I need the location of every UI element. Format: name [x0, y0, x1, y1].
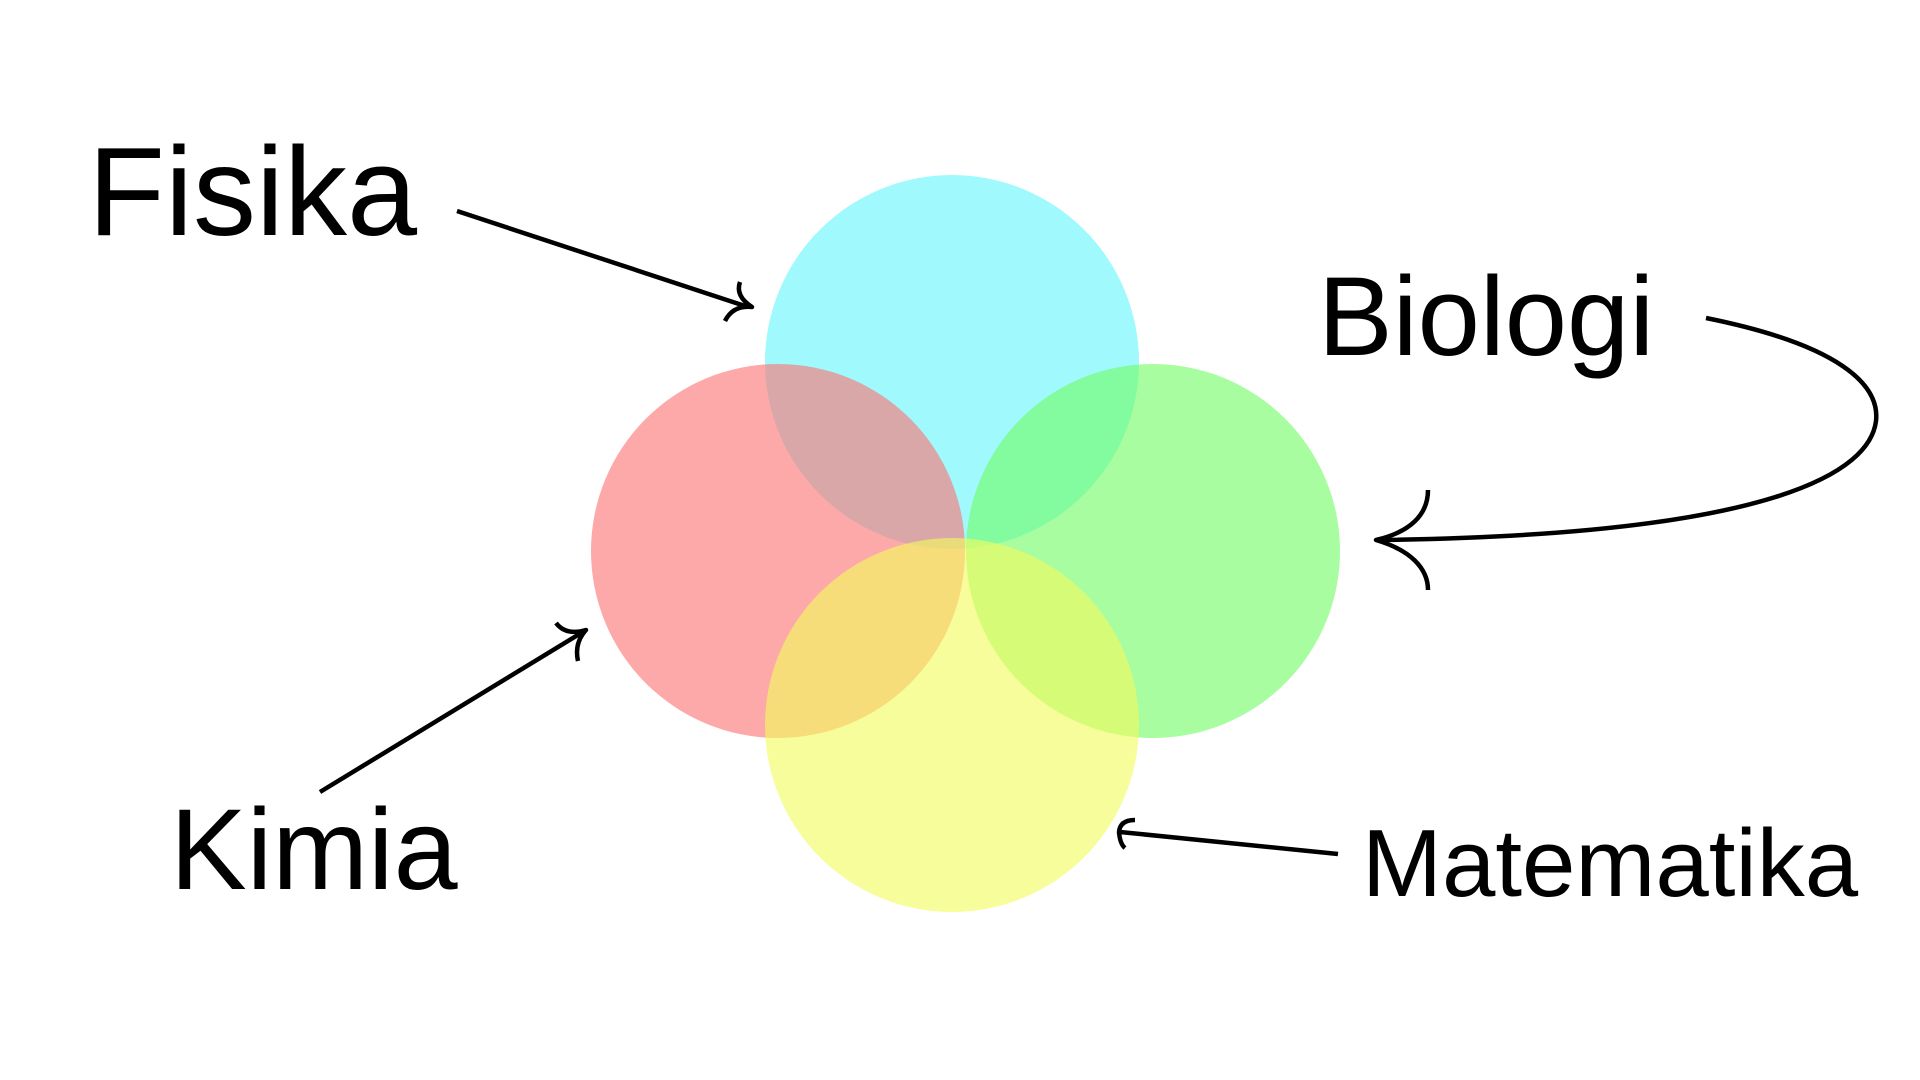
label-group: Fisika Biologi Kimia Matematika: [88, 121, 1859, 917]
arrow-biologi: [1373, 315, 1879, 591]
label-kimia: Kimia: [170, 786, 458, 914]
label-fisika: Fisika: [88, 121, 418, 262]
label-matematika: Matematika: [1362, 810, 1859, 917]
label-biologi: Biologi: [1318, 254, 1654, 379]
arrow-kimia: [318, 621, 589, 794]
arrow-matematika: [1116, 817, 1339, 857]
arrow-fisika: [456, 208, 755, 323]
arrow-group: [318, 208, 1879, 857]
circle-matematika: [765, 538, 1139, 912]
circle-group: [591, 175, 1340, 912]
